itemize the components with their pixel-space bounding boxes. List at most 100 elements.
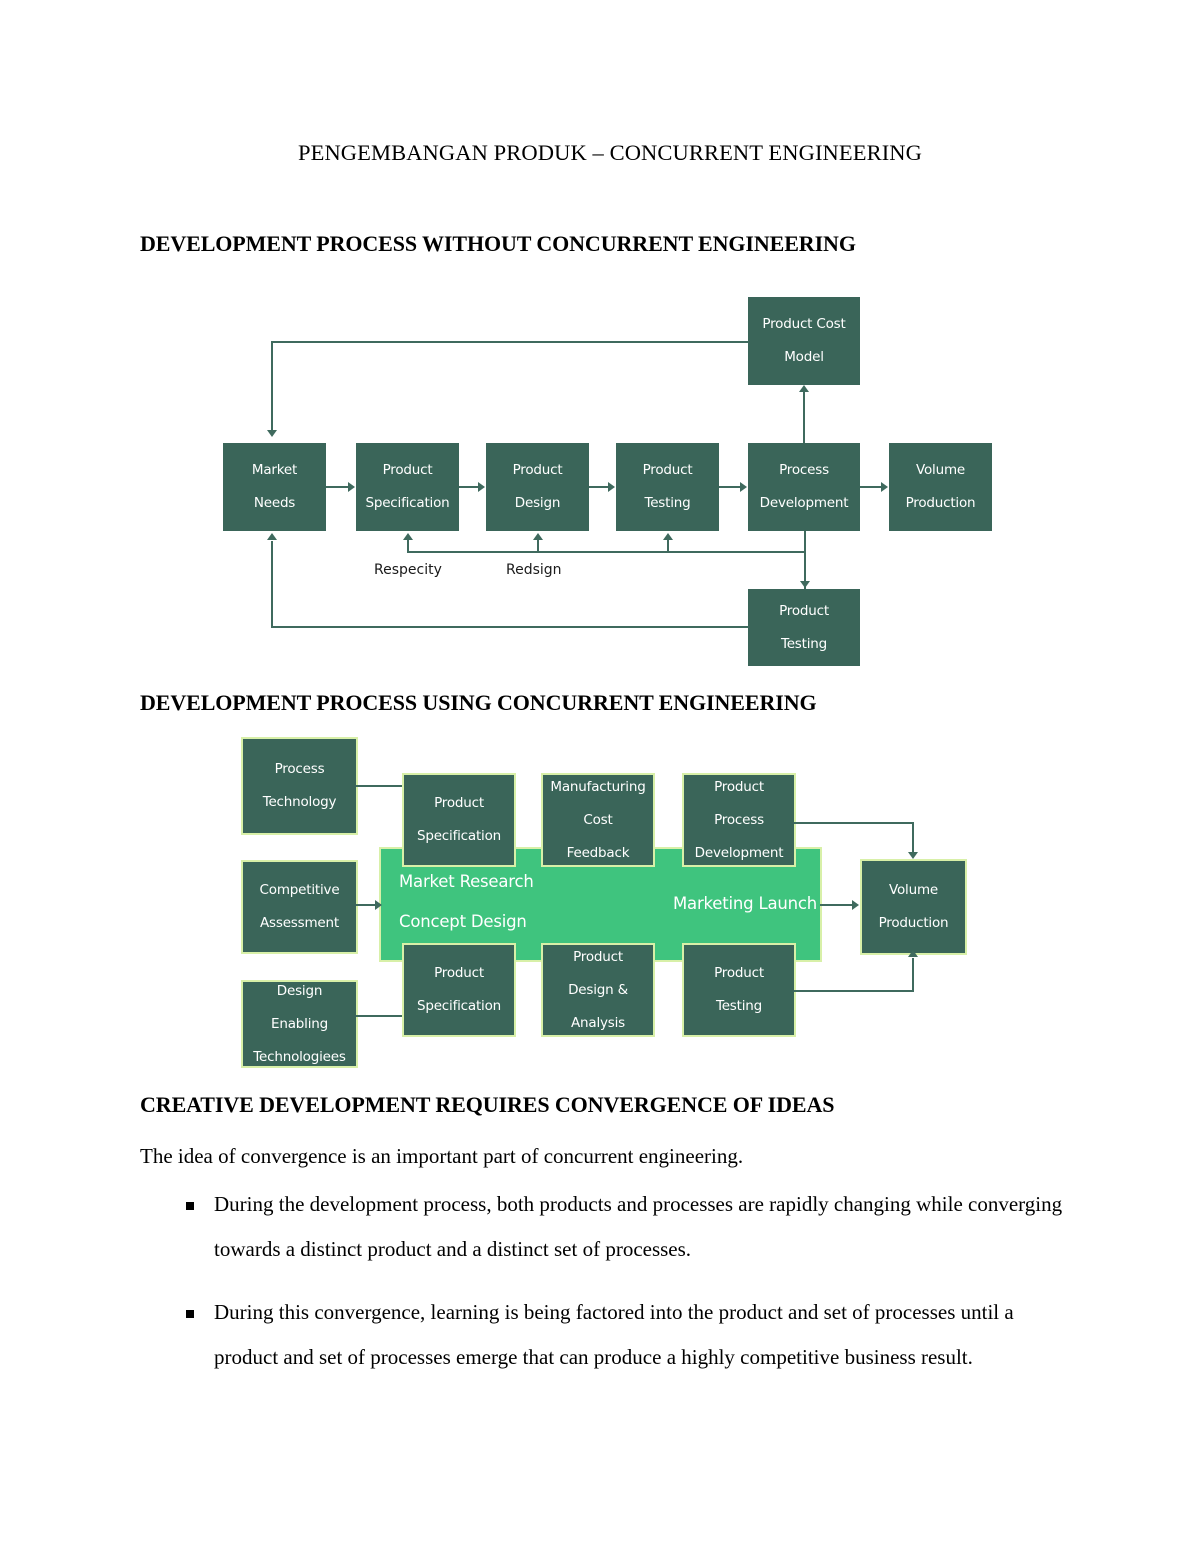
node-volume-production: Volume Production xyxy=(889,443,992,531)
section-heading-without-ce: DEVELOPMENT PROCESS WITHOUT CONCURRENT E… xyxy=(140,231,856,256)
line-bottom-loop-up xyxy=(271,541,273,628)
node-product-design: Product Design xyxy=(486,443,589,531)
node-line-1: Product xyxy=(779,602,829,619)
node-line-2: Model xyxy=(784,349,824,366)
flow-label-respecify: Respecity xyxy=(374,562,442,578)
list-item-text: During this convergence, learning is bei… xyxy=(214,1300,1014,1369)
node-product-cost-model: Product Cost Model xyxy=(748,297,860,385)
line-down-to-market-needs xyxy=(271,341,273,431)
line-procdev-down-to-testing xyxy=(804,531,806,596)
line-designenab-up xyxy=(402,976,404,1017)
node-line-2: Design & xyxy=(568,981,628,998)
node-design-enabling-technologies: Design Enabling Technologiees xyxy=(243,982,356,1066)
line-cost-model-to-left xyxy=(271,341,749,343)
line-pt-to-procdev xyxy=(719,486,741,488)
arrowhead-ppd-into-volume xyxy=(908,852,918,859)
line-proctech-out xyxy=(356,785,404,787)
node-line-1: Product xyxy=(642,462,693,479)
arrowhead-into-bottom-testing xyxy=(800,581,810,588)
arrowhead-feedback-pd xyxy=(533,533,543,540)
line-pd-to-pt xyxy=(589,486,609,488)
node-line-1: Manufacturing xyxy=(550,778,646,795)
band-label-marketing-launch: Marketing Launch xyxy=(673,894,818,913)
node-line-2: Technology xyxy=(262,794,337,811)
line-feedback-to-pt xyxy=(667,540,669,552)
node-line-1: Product xyxy=(434,965,484,982)
line-feedback-to-ps xyxy=(407,540,409,552)
line-ppd-right xyxy=(794,822,914,824)
line-band-to-volume xyxy=(820,904,854,906)
intro-paragraph: The idea of convergence is an important … xyxy=(140,1144,744,1168)
flow-label-redesign: Redsign xyxy=(506,562,562,578)
node-line-2: Production xyxy=(905,495,976,512)
node-line-1: Competitive xyxy=(259,882,340,899)
line-procdev-to-cost-model xyxy=(803,392,805,443)
node-line-1: Process xyxy=(779,462,829,479)
node-line-2: Specification xyxy=(416,998,502,1015)
arrowhead-feedback-ps xyxy=(403,533,413,540)
node-line-2: Needs xyxy=(253,495,296,512)
line-compassess-out xyxy=(356,904,381,906)
bullet-list: During the development process, both pro… xyxy=(140,1182,1080,1398)
node-line-2: Testing xyxy=(715,998,763,1015)
node-product-design-analysis: Product Design & Analysis xyxy=(543,945,653,1035)
list-item: During this convergence, learning is bei… xyxy=(140,1290,1080,1380)
node-line-2: Specification xyxy=(365,495,450,512)
arrowhead-bottom-loop-into-market-needs xyxy=(267,533,277,540)
node-line-2: Enabling xyxy=(271,1015,328,1032)
node-line-2: Process xyxy=(714,811,764,828)
line-mn-to-ps xyxy=(326,486,349,488)
line-ppd-down xyxy=(912,822,914,856)
line-testing-right xyxy=(794,990,914,992)
node-line-3: Analysis xyxy=(570,1014,626,1031)
node-line-1: Process xyxy=(274,761,325,778)
arrowhead-pd-to-pt xyxy=(608,482,615,492)
node-product-process-development: Product Process Development xyxy=(684,775,794,865)
bullet-square-icon xyxy=(186,1202,194,1210)
list-item: During the development process, both pro… xyxy=(140,1182,1080,1272)
node-line-1: Market xyxy=(251,462,298,479)
list-item-text: During the development process, both pro… xyxy=(214,1192,1063,1261)
diagram-without-concurrent-engineering: Product Cost Model Market Needs Product … xyxy=(0,0,1200,700)
node-line-3: Feedback xyxy=(566,844,630,861)
node-line-2: Testing xyxy=(780,635,828,652)
node-line-1: Volume xyxy=(888,882,938,899)
page-title: PENGEMBANGAN PRODUK – CONCURRENT ENGINEE… xyxy=(298,140,922,165)
node-line-1: Product xyxy=(714,965,764,982)
node-line-2: Specification xyxy=(416,828,502,845)
node-product-specification: Product Specification xyxy=(356,443,459,531)
arrowhead-mn-to-ps xyxy=(348,482,355,492)
line-testing-up xyxy=(912,958,914,992)
node-line-1: Product xyxy=(382,462,433,479)
node-line-2: Development xyxy=(759,495,849,512)
section-heading-using-ce: DEVELOPMENT PROCESS USING CONCURRENT ENG… xyxy=(140,690,817,715)
node-product-specification-bottom: Product Specification xyxy=(404,945,514,1035)
node-product-testing: Product Testing xyxy=(684,945,794,1035)
arrowhead-feedback-pt xyxy=(663,533,673,540)
arrowhead-compassess-into-band xyxy=(375,900,382,910)
node-line-1: Design xyxy=(276,982,323,999)
node-line-1: Product Cost xyxy=(762,316,846,333)
node-line-1: Product xyxy=(573,948,623,965)
line-feedback-bus xyxy=(407,551,806,553)
line-bottom-loop xyxy=(271,626,749,628)
node-line-1: Product xyxy=(714,778,764,795)
line-designenab-out xyxy=(356,1015,404,1017)
arrowhead-pt-to-procdev xyxy=(740,482,747,492)
arrowhead-procdev-to-vp xyxy=(881,482,888,492)
band-label-concept-design: Concept Design xyxy=(399,912,527,931)
node-process-development: Process Development xyxy=(748,443,860,531)
bullet-square-icon xyxy=(186,1310,194,1318)
node-line-2: Assessment xyxy=(260,915,339,932)
node-product-testing-bottom: Product Testing xyxy=(748,589,860,666)
node-line-2: Production xyxy=(878,915,949,932)
node-volume-production-output: Volume Production xyxy=(862,861,965,953)
line-procdev-to-vp xyxy=(860,486,882,488)
arrowhead-testing-into-volume xyxy=(908,950,918,957)
line-proctech-down xyxy=(402,785,404,821)
node-product-testing-top: Product Testing xyxy=(616,443,719,531)
arrowhead-ps-to-pd xyxy=(478,482,485,492)
node-line-3: Technologiees xyxy=(253,1048,346,1065)
band-label-market-research: Market Research xyxy=(399,872,534,891)
